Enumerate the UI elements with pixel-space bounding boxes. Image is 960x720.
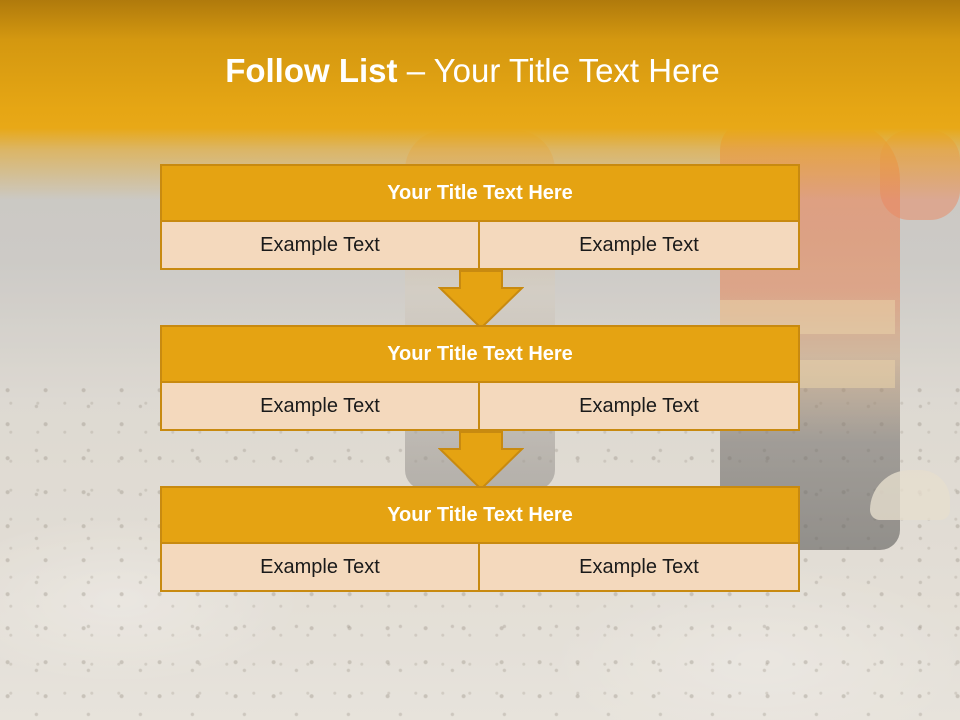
arrow-down-icon [438,431,524,491]
list-block-title: Your Title Text Here [162,166,798,222]
list-block-2: Your Title Text Here Example Text Exampl… [160,325,800,431]
list-block-title: Your Title Text Here [162,488,798,544]
list-block-right-text: Example Text [579,233,699,256]
list-block-right-text: Example Text [579,555,699,578]
list-block-3: Your Title Text Here Example Text Exampl… [160,486,800,592]
slide-title: Follow List – Your Title Text Here [0,52,945,90]
list-block-left-text: Example Text [162,383,480,429]
list-block-1: Your Title Text Here Example Text Exampl… [160,164,800,270]
worker-boot [870,470,950,520]
list-block-right-text: Example Text [579,394,699,417]
list-block-left-text: Example Text [162,222,480,268]
list-block-title: Your Title Text Here [162,327,798,383]
slide-title-bold: Follow List [225,52,398,89]
slide-title-rest: – Your Title Text Here [397,52,720,89]
arrow-down-icon [438,270,524,330]
list-block-left-text: Example Text [162,544,480,590]
